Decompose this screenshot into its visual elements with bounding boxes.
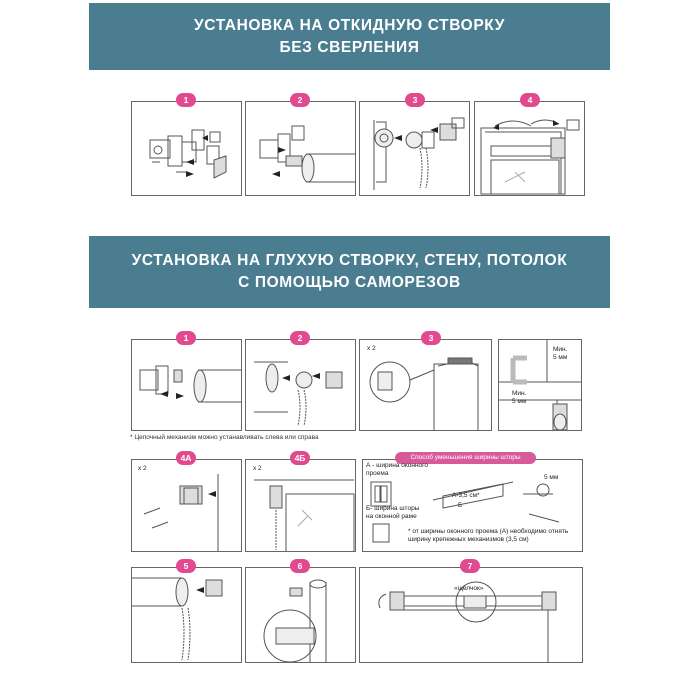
s2-step2-illustration bbox=[254, 361, 343, 427]
s2-step1-badge: 1 bbox=[176, 331, 196, 345]
section1-title-line2: БЕЗ СВЕРЛЕНИЯ bbox=[279, 38, 420, 56]
s1-step2-illustration bbox=[259, 125, 355, 183]
s2-step4b-badge: 4Б bbox=[290, 451, 310, 465]
width-note: * от ширины оконного проема (А) необходи… bbox=[408, 528, 569, 543]
width-dim-5mm: 5 мм bbox=[544, 474, 559, 481]
s2-footnote: * Цепочный механизм можно устанавливать … bbox=[130, 434, 319, 441]
s2-step2-badge: 2 bbox=[290, 331, 310, 345]
s1-step2-badge: 2 bbox=[290, 93, 310, 107]
s1-step2-panel bbox=[245, 101, 356, 196]
width-reduction-title: Способ уменьшения ширины шторы bbox=[395, 452, 536, 464]
s2-step6-panel bbox=[245, 567, 356, 663]
s2-step3-panel bbox=[359, 339, 492, 431]
s2-step3-illustration bbox=[369, 357, 479, 430]
s2-min-label-2: Мин. 5 мм bbox=[512, 390, 526, 406]
s2-step6-illustration bbox=[263, 579, 327, 662]
section1-title-line1: УСТАНОВКА НА ОТКИДНУЮ СТВОРКУ bbox=[194, 16, 505, 34]
s2-step5-panel bbox=[131, 567, 242, 663]
s2-step5-badge: 5 bbox=[176, 559, 196, 573]
width-label-b: Б- ширина шторы на оконной раме bbox=[366, 505, 420, 520]
s2-step4b-illustration bbox=[254, 479, 355, 551]
s2-step3-multiplier: x 2 bbox=[367, 345, 376, 352]
s1-step3-badge: 3 bbox=[405, 93, 425, 107]
s1-step1-illustration bbox=[149, 129, 227, 179]
section1-title-banner: УСТАНОВКА НА ОТКИДНУЮ СТВОРКУ БЕЗ СВЕРЛЕ… bbox=[89, 3, 610, 70]
s2-step4a-panel bbox=[131, 459, 242, 552]
s1-step3-panel bbox=[359, 101, 470, 196]
s2-step4a-illustration bbox=[143, 474, 219, 551]
s2-step5-illustration bbox=[132, 577, 223, 661]
s2-step2-panel bbox=[245, 339, 356, 431]
min-value-1-text: 5 мм bbox=[553, 354, 568, 361]
s2-step3-badge: 3 bbox=[421, 331, 441, 345]
s2-step1-panel bbox=[131, 339, 242, 431]
width-reduction-panel bbox=[362, 459, 583, 552]
section2-title-line2: С ПОМОЩЬЮ САМОРЕЗОВ bbox=[238, 274, 461, 291]
s1-step4-badge: 4 bbox=[520, 93, 540, 107]
s2-step4a-multiplier: x 2 bbox=[138, 465, 147, 472]
min-value-2-text: 5 мм bbox=[512, 398, 527, 405]
s1-step4-panel bbox=[474, 101, 585, 196]
section2-title-banner: УСТАНОВКА НА ГЛУХУЮ СТВОРКУ, СТЕНУ, ПОТО… bbox=[89, 236, 610, 308]
min-label-2-text: Мин. bbox=[512, 390, 527, 397]
s1-step1-panel bbox=[131, 101, 242, 196]
s1-step3-illustration bbox=[373, 117, 465, 190]
s2-step4a-badge: 4А bbox=[176, 451, 196, 465]
width-reduction-illustration bbox=[370, 481, 560, 543]
min-label-1-text: Мин. bbox=[553, 346, 568, 353]
s1-step4-illustration bbox=[480, 119, 580, 195]
s2-step7-panel bbox=[359, 567, 583, 663]
width-dim-b: Б bbox=[458, 502, 463, 509]
s2-min-panel bbox=[498, 339, 582, 431]
s2-step1-illustration bbox=[139, 365, 241, 403]
s2-step7-badge: 7 bbox=[460, 559, 480, 573]
s2-step7-illustration bbox=[378, 581, 557, 662]
s2-min-illustration bbox=[499, 340, 581, 430]
s2-min-label-1: Мин. 5 мм bbox=[553, 346, 567, 362]
s2-step4b-panel bbox=[245, 459, 356, 552]
width-dim-a: А-3,5 см* bbox=[452, 492, 480, 499]
width-label-a: А - ширина оконного проема bbox=[366, 462, 428, 477]
s2-step7-click-label: «щелчок» bbox=[454, 585, 484, 592]
s2-step4b-multiplier: x 2 bbox=[253, 465, 262, 472]
section2-title-line1: УСТАНОВКА НА ГЛУХУЮ СТВОРКУ, СТЕНУ, ПОТО… bbox=[131, 252, 568, 269]
s2-step6-badge: 6 bbox=[290, 559, 310, 573]
s1-step1-badge: 1 bbox=[176, 93, 196, 107]
